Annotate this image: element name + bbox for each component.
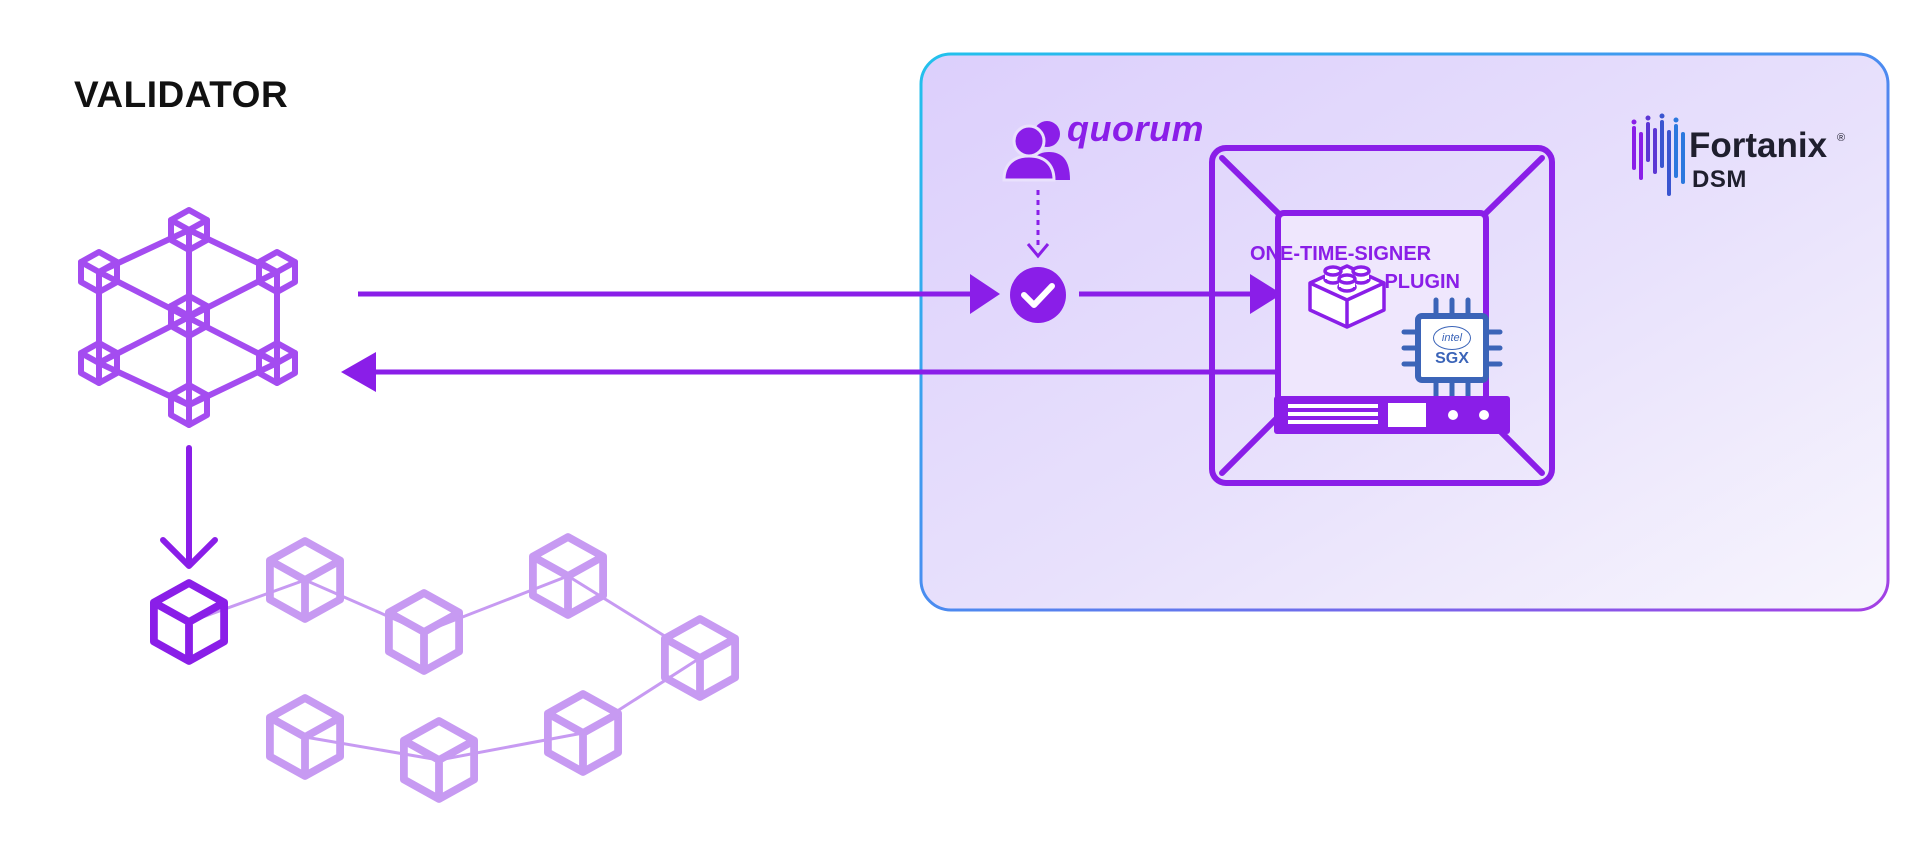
- users-group-icon: [1002, 121, 1070, 182]
- intel-badge: intel: [1433, 326, 1471, 350]
- chain-block: [389, 593, 459, 671]
- chain-block: [533, 537, 603, 615]
- brand-name: Fortanix: [1689, 126, 1828, 165]
- request-arrow: [358, 274, 1000, 314]
- blockchain-node-cluster-icon: [81, 210, 295, 425]
- plugin-label-line1: ONE-TIME-SIGNER: [1250, 243, 1432, 265]
- server-rack-icon: [1274, 396, 1510, 434]
- fortanix-logo-icon: [1631, 113, 1685, 196]
- chain-block: [665, 619, 735, 697]
- validator-title: VALIDATOR: [74, 74, 289, 115]
- chain-block: [270, 541, 340, 619]
- chain-block: [548, 694, 618, 772]
- chain-block: [404, 721, 474, 799]
- chain-block: [270, 698, 340, 776]
- plugin-label-line2: PLUGIN: [1384, 271, 1460, 293]
- brand-product: DSM: [1692, 166, 1747, 193]
- plugin-label: ONE-TIME-SIGNER PLUGIN: [1250, 240, 1490, 296]
- check-circle-icon: [1010, 267, 1066, 323]
- lego-brick-icon: [1308, 264, 1386, 329]
- block-output-arrow: [160, 445, 218, 569]
- cube-icon: [154, 583, 224, 661]
- brand-registered-mark: ®: [1837, 132, 1846, 144]
- blockchain-cubes: [270, 537, 735, 799]
- sgx-label: SGX: [1435, 350, 1469, 367]
- approved-request-arrow: [1079, 274, 1282, 314]
- quorum-approval-connector: [1026, 190, 1050, 259]
- quorum-label: quorum: [1067, 108, 1204, 149]
